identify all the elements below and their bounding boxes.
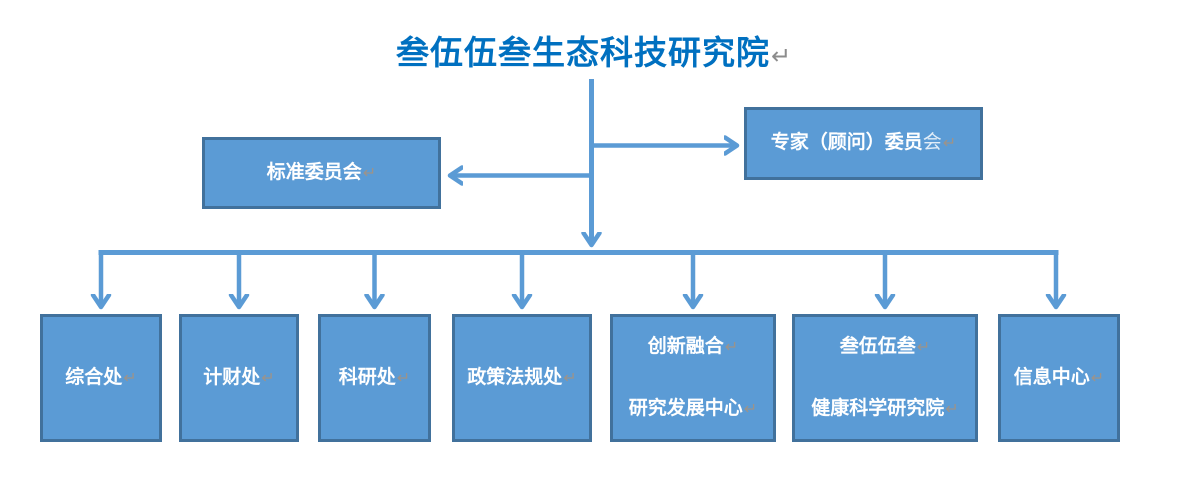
committee-label-line: 专家（顾问）委员会↵ — [771, 132, 957, 154]
paragraph-mark: ↵ — [396, 368, 411, 387]
dept-label: 研究发展中心 — [628, 398, 743, 419]
dept-label-line: 叁伍伍叁↵ — [840, 336, 931, 358]
paragraph-mark: ↵ — [916, 337, 931, 356]
paragraph-mark: ↵ — [261, 368, 275, 387]
paragraph-mark: ↵ — [743, 400, 758, 418]
dept-label-line: 科研处↵ — [339, 367, 411, 389]
dept-label: 科研处 — [338, 366, 396, 388]
dept-box-general-office[interactable]: 综合处↵ — [40, 314, 162, 442]
dept-label-line: 信息中心↵ — [1014, 367, 1105, 389]
paragraph-mark: ↵ — [362, 163, 377, 182]
committee-box-expert[interactable]: 专家（顾问）委员会↵ — [744, 107, 983, 180]
paragraph-mark: ↵ — [942, 134, 957, 153]
committee-label: 专家（顾问）委员 — [770, 132, 923, 154]
paragraph-mark: ↵ — [945, 400, 959, 418]
dept-label-line: 健康科学研究院↵ — [811, 398, 959, 420]
committee-label-trailing-char: 会 — [922, 132, 942, 154]
dept-box-info-center[interactable]: 信息中心↵ — [998, 314, 1120, 442]
dept-box-research[interactable]: 科研处↵ — [318, 314, 431, 442]
paragraph-mark: ↵ — [724, 337, 739, 356]
paragraph-mark: ↵ — [1090, 368, 1105, 387]
dept-box-policy[interactable]: 政策法规处↵ — [452, 314, 592, 442]
paragraph-mark: ↵ — [123, 368, 137, 387]
dept-label: 计财处 — [203, 366, 261, 388]
dept-box-finance[interactable]: 计财处↵ — [179, 314, 299, 442]
committee-label: 标准委员会 — [266, 161, 362, 183]
dept-label: 政策法规处 — [467, 366, 563, 388]
paragraph-mark: ↵ — [771, 43, 791, 70]
dept-label-line: 综合处↵ — [65, 367, 137, 389]
paragraph-mark: ↵ — [563, 368, 577, 387]
dept-label-line: 创新融合↵ — [648, 336, 739, 358]
dept-label: 创新融合 — [647, 335, 724, 357]
org-title-text: 叁伍伍叁生态科技研究院 — [396, 34, 771, 71]
dept-box-innovation-center[interactable]: 创新融合↵ 研究发展中心↵ — [610, 314, 776, 442]
dept-label-line: 政策法规处↵ — [467, 367, 577, 389]
dept-label: 综合处 — [65, 366, 123, 388]
dept-label: 信息中心 — [1013, 366, 1090, 388]
dept-label-line: 研究发展中心↵ — [629, 398, 758, 420]
dept-label: 健康科学研究院 — [811, 398, 945, 419]
org-title[interactable]: 叁伍伍叁生态科技研究院↵ — [0, 26, 1187, 74]
dept-box-health-institute[interactable]: 叁伍伍叁↵ 健康科学研究院↵ — [792, 314, 978, 442]
committee-box-standards[interactable]: 标准委员会↵ — [202, 137, 441, 209]
dept-label-line: 计财处↵ — [203, 367, 275, 389]
dept-label: 叁伍伍叁 — [839, 335, 916, 357]
committee-label-line: 标准委员会↵ — [267, 162, 377, 184]
